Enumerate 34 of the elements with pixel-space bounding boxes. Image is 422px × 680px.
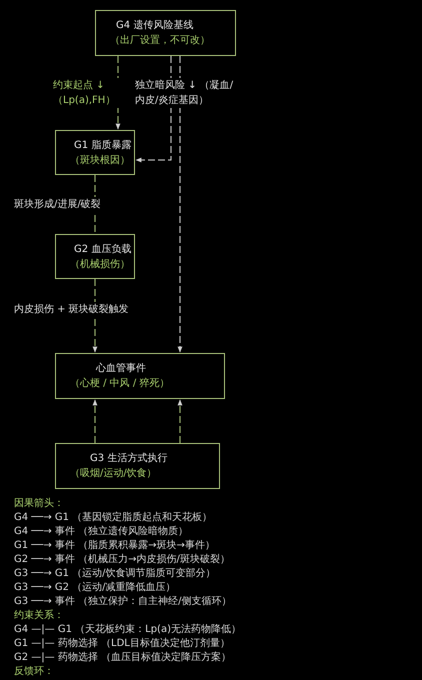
- box-title: G1 脂质暴露: [73, 138, 132, 152]
- legend-row: G1 —|— 药物选择 （LDL目标值决定他汀剂量）: [14, 637, 230, 650]
- legend-row: G3 ──→ G1 （运动/饮食调节脂质可变部分）: [14, 567, 216, 580]
- section-heading: 因果箭头：: [14, 497, 64, 510]
- section-heading: 反馈环：: [14, 665, 54, 678]
- arrow: [92, 278, 98, 353]
- box-subtitle: （吸烟/运动/饮食）: [70, 466, 158, 481]
- arrow: [178, 399, 182, 444]
- node-box: [55, 443, 220, 489]
- legend-row: G4 ──→ G1 （基因锁定脂质起点和天花板）: [14, 511, 212, 524]
- box-subtitle: （心梗 / 中风 / 猝死）: [70, 376, 170, 391]
- legend-row: G4 ──→ 事件 （独立遗传风险暗物质）: [14, 525, 188, 538]
- box-title: G4 遗传风险基线: [115, 18, 194, 33]
- arrow: [92, 399, 98, 444]
- legend-row: G4 —|— G1 （天花板约束：Lp(a)无法药物降低）: [14, 623, 241, 636]
- legend-row: G3 ──→ 事件 （独立保护：自主神经/侧支循环）: [14, 595, 232, 608]
- edge-label: 斑块形成/进展/破裂: [14, 197, 101, 212]
- legend-row: G1 ──→ 事件 （脂质累积暴露→斑块→事件）: [14, 539, 215, 552]
- node-box: [55, 130, 135, 175]
- box-title: 心血管事件: [94, 362, 147, 376]
- node-box: [95, 10, 236, 56]
- arrow: [178, 56, 182, 353]
- box-subtitle: （斑块根因）: [70, 154, 131, 168]
- legend-row: G3 ──→ G2 （运动/减重降低血压）: [14, 581, 176, 594]
- box-subtitle: （机械损伤）: [70, 258, 131, 272]
- node-box: [55, 234, 135, 279]
- legend-row: G2 ──→ 事件 （机械压力→内皮损伤/斑块破裂）: [14, 553, 230, 566]
- box-title: G2 血压负载: [73, 242, 132, 256]
- edge-label: 内皮损伤 + 斑块破裂触发: [14, 302, 129, 317]
- box-subtitle: （出厂设置，不可改）: [110, 34, 211, 48]
- node-box: [55, 353, 225, 399]
- box-title: G3 生活方式执行: [89, 452, 168, 466]
- legend-row: G2 —|— 药物选择 （血压目标值决定降压方案）: [14, 651, 232, 664]
- section-heading: 约束关系：: [14, 609, 64, 622]
